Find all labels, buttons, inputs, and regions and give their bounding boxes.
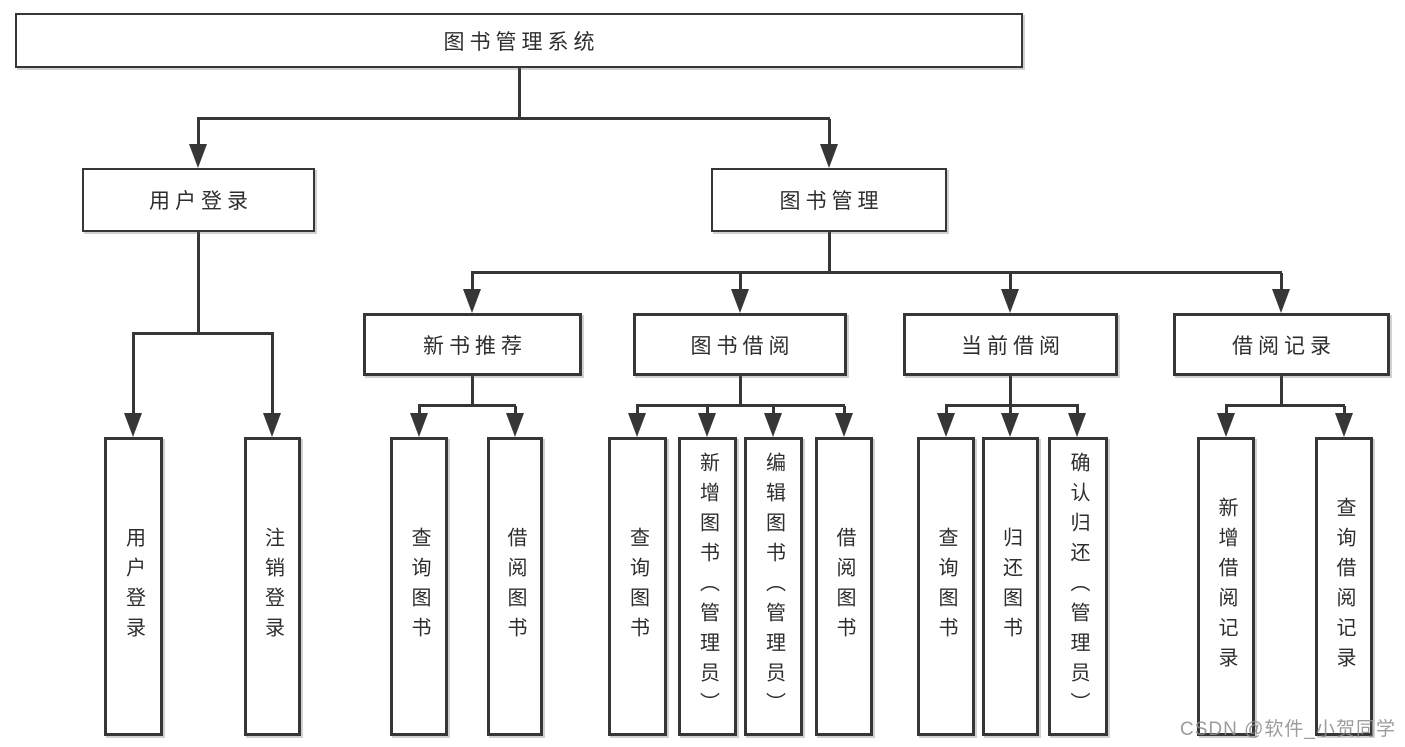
connector-rec-query-drop xyxy=(1343,406,1346,414)
connector-level2-split xyxy=(197,117,830,120)
connector-current-borrow-drop xyxy=(1009,273,1012,290)
node-book-borrow-label: 图书借阅 xyxy=(690,334,795,358)
connector-level3-split xyxy=(471,271,1282,274)
node-current-borrow: 当前借阅 xyxy=(903,313,1118,376)
connector-book-mgmt-drop xyxy=(828,119,831,146)
node-user-login: 用户登录 xyxy=(82,168,315,232)
node-leaf-nb-query: 查询图书 xyxy=(390,437,448,736)
connector-logout-drop xyxy=(271,334,274,414)
node-leaf-rec-add: 新增借阅记录 xyxy=(1197,437,1255,736)
arrowhead-rec-query xyxy=(1335,413,1353,437)
arrowhead-bw-borrow xyxy=(835,413,853,437)
connector-user-login-drop xyxy=(197,119,200,146)
connector-current-borrow-stem xyxy=(1009,376,1012,406)
node-leaf-bw-add: 新增图书（管理员） xyxy=(678,437,737,736)
connector-new-books-drop xyxy=(471,273,474,290)
node-leaf-login-label: 用户登录 xyxy=(122,526,145,647)
arrowhead-cur-confirm xyxy=(1068,413,1086,437)
node-book-mgmt: 图书管理 xyxy=(711,168,947,232)
arrowhead-current-borrow xyxy=(1001,289,1019,313)
connector-borrow-records-stem xyxy=(1280,376,1283,406)
connector-new-books-leaf-split xyxy=(418,404,516,407)
csdn-watermark: CSDN @软件_小贺同学 xyxy=(1180,719,1396,740)
node-leaf-cur-query: 查询图书 xyxy=(917,437,975,736)
node-borrow-records: 借阅记录 xyxy=(1173,313,1390,376)
connector-current-borrow-leaf-split xyxy=(945,404,1079,407)
arrowhead-nb-borrow xyxy=(506,413,524,437)
arrowhead-nb-query xyxy=(410,413,428,437)
node-leaf-cur-query-label: 查询图书 xyxy=(935,526,957,647)
arrowhead-login xyxy=(124,413,142,437)
arrowhead-book-borrow xyxy=(731,289,749,313)
arrowhead-rec-add xyxy=(1217,413,1235,437)
connector-user-login-stem xyxy=(197,232,200,334)
connector-book-mgmt-stem xyxy=(828,232,831,273)
node-current-borrow-label: 当前借阅 xyxy=(961,334,1065,358)
node-leaf-bw-query-label: 查询图书 xyxy=(626,526,649,647)
arrowhead-bw-edit xyxy=(764,413,782,437)
connector-bw-add-drop xyxy=(706,406,709,414)
connector-rec-add-drop xyxy=(1225,406,1228,414)
node-leaf-bw-borrow: 借阅图书 xyxy=(815,437,873,736)
connector-cur-return-drop xyxy=(1009,406,1012,414)
node-leaf-logout-label: 注销登录 xyxy=(261,526,284,647)
node-leaf-logout: 注销登录 xyxy=(244,437,301,736)
connector-nb-borrow-drop xyxy=(514,406,517,414)
node-leaf-cur-return-label: 归还图书 xyxy=(999,526,1022,647)
connector-bw-edit-drop xyxy=(772,406,775,414)
arrowhead-cur-return xyxy=(1001,413,1019,437)
arrowhead-bw-add xyxy=(698,413,716,437)
node-leaf-rec-query-label: 查询借阅记录 xyxy=(1333,496,1355,677)
connector-book-borrow-drop xyxy=(739,273,742,290)
node-leaf-nb-borrow-label: 借阅图书 xyxy=(504,526,526,647)
connector-login-drop xyxy=(132,334,135,414)
node-leaf-bw-add-label: 新增图书（管理员） xyxy=(696,451,719,722)
node-leaf-bw-borrow-label: 借阅图书 xyxy=(833,526,855,647)
arrowhead-bw-query xyxy=(628,413,646,437)
node-leaf-cur-confirm: 确认归还（管理员） xyxy=(1048,437,1108,736)
arrowhead-borrow-records xyxy=(1272,289,1290,313)
node-book-borrow: 图书借阅 xyxy=(633,313,847,376)
connector-bw-borrow-drop xyxy=(843,406,846,414)
connector-borrow-records-drop xyxy=(1280,273,1283,290)
node-leaf-nb-query-label: 查询图书 xyxy=(408,526,430,647)
node-new-books: 新书推荐 xyxy=(363,313,582,376)
connector-book-borrow-stem xyxy=(739,376,742,406)
arrowhead-new-books xyxy=(463,289,481,313)
arrowhead-book-mgmt xyxy=(820,144,838,168)
connector-user-login-split xyxy=(132,332,274,335)
arrowhead-logout xyxy=(263,413,281,437)
connector-bw-query-drop xyxy=(636,406,639,414)
node-leaf-bw-edit-label: 编辑图书（管理员） xyxy=(762,451,785,722)
connector-borrow-records-leaf-split xyxy=(1225,404,1345,407)
node-root-label: 图书管理系统 xyxy=(443,30,600,54)
node-borrow-records-label: 借阅记录 xyxy=(1232,334,1336,358)
connector-root-stem xyxy=(518,68,521,117)
node-leaf-bw-edit: 编辑图书（管理员） xyxy=(744,437,803,736)
connector-cur-confirm-drop xyxy=(1076,406,1079,414)
connector-book-borrow-leaf-split xyxy=(636,404,845,407)
node-user-login-label: 用户登录 xyxy=(149,190,253,213)
node-leaf-bw-query: 查询图书 xyxy=(608,437,667,736)
node-book-mgmt-label: 图书管理 xyxy=(779,190,884,213)
connector-nb-query-drop xyxy=(418,406,421,414)
connector-new-books-stem xyxy=(471,376,474,406)
node-leaf-rec-query: 查询借阅记录 xyxy=(1315,437,1373,736)
node-leaf-cur-confirm-label: 确认归还（管理员） xyxy=(1067,451,1089,722)
node-new-books-label: 新书推荐 xyxy=(423,334,527,358)
node-leaf-rec-add-label: 新增借阅记录 xyxy=(1215,496,1237,677)
node-root: 图书管理系统 xyxy=(15,13,1023,68)
arrowhead-user-login xyxy=(189,144,207,168)
connector-cur-query-drop xyxy=(945,406,948,414)
arrowhead-cur-query xyxy=(937,413,955,437)
node-leaf-login: 用户登录 xyxy=(104,437,163,736)
node-leaf-nb-borrow: 借阅图书 xyxy=(487,437,543,736)
node-leaf-cur-return: 归还图书 xyxy=(982,437,1039,736)
